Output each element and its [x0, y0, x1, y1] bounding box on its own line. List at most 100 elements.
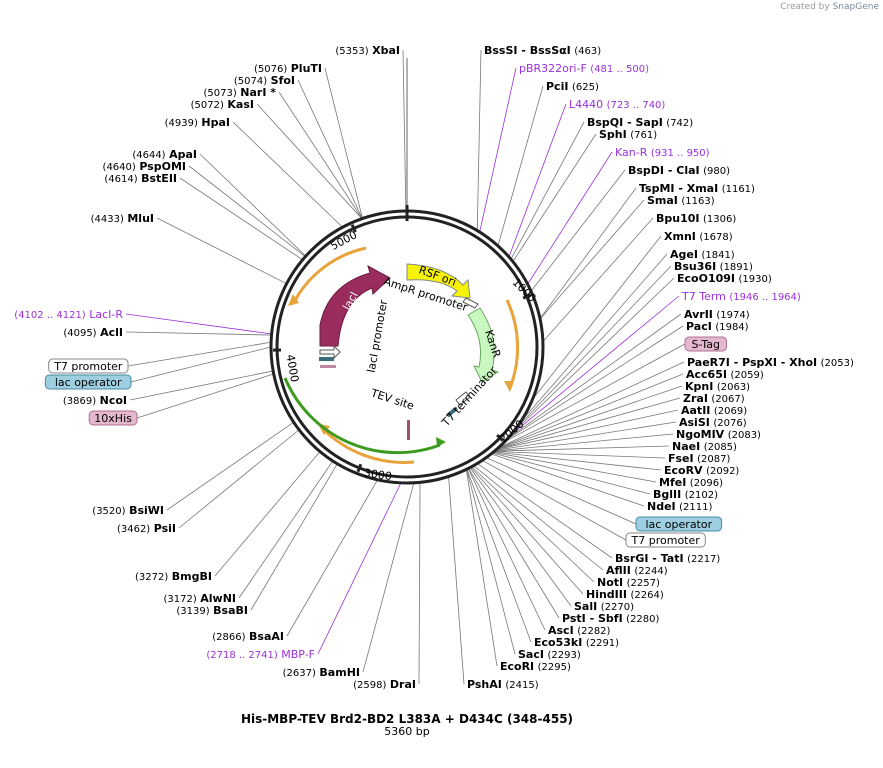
site-name: BmgBI [172, 570, 212, 583]
site-label-text: SalI (2270) [574, 600, 634, 613]
site-label-text: (5074) SfoI [234, 74, 295, 87]
label-leader [166, 421, 294, 511]
site-position: (2083) [728, 430, 761, 441]
label-leader [506, 313, 682, 440]
label-leader [512, 133, 597, 262]
label-leader [496, 409, 679, 450]
site-label: MfeI (2096) [659, 476, 723, 489]
site-name: PacI [686, 320, 712, 333]
feature-box: 10xHis [88, 410, 138, 426]
site-name: AatII [681, 404, 710, 417]
site-position: (4644) [132, 150, 165, 161]
site-label-text: (3139) BsaBI [176, 604, 248, 617]
site-label-text: BspDI - ClaI (980) [628, 164, 730, 177]
site-name: AlwNI [200, 592, 236, 605]
site-label: AgeI (1841) [670, 248, 735, 261]
label-leader [324, 67, 363, 219]
site-name: Kan-R [615, 146, 648, 159]
site-name: SacI [518, 648, 544, 661]
label-leader [473, 465, 604, 571]
site-label-text: (3272) BmgBI [135, 570, 212, 583]
lac-operator-mark-left [319, 357, 334, 361]
site-position: (5074) [234, 76, 267, 87]
label-leader [505, 325, 684, 441]
site-name: HpaI [201, 116, 230, 129]
site-label: AflII (2244) [606, 564, 668, 577]
tev-site-mark [407, 420, 410, 440]
feature-box-bg [625, 532, 706, 548]
label-leader [317, 482, 402, 655]
site-label: SphI (761) [599, 128, 657, 141]
site-name: EcoRV [664, 464, 703, 477]
site-label-text: PstI - SbfI (2280) [562, 612, 660, 625]
site-label-text: HindIII (2264) [586, 588, 664, 601]
site-label: BglII (2102) [653, 488, 718, 501]
site-label: SmaI (1163) [647, 194, 715, 207]
site-label: (2637) BamHI [283, 666, 360, 679]
site-position: (2111) [679, 502, 712, 513]
ruler-tick [350, 224, 357, 233]
site-label-text: (3462) PsiI [117, 522, 176, 535]
site-position: (1678) [699, 232, 732, 243]
site-name: BsaBI [213, 604, 248, 617]
label-leader [362, 482, 415, 673]
feature-box-text: T7 promoter [631, 534, 701, 547]
site-label-text: (5073) NarI * [204, 86, 277, 99]
site-label-text: FseI (2087) [668, 452, 730, 465]
site-position: (2280) [626, 614, 659, 625]
feature-box: S-Tag [684, 336, 727, 352]
site-label: (2598) DraI [353, 678, 416, 691]
site-label-text: PaeR7I - PspXI - XhoI (2053) [687, 356, 854, 369]
site-position: (2637) [283, 668, 316, 679]
site-position: (1841) [701, 250, 734, 261]
site-name: BsaAI [249, 630, 284, 643]
site-name: PspOMI [139, 160, 186, 173]
site-name: KasI [227, 98, 254, 111]
site-name: SphI [599, 128, 627, 141]
site-label-text: TspMI - XmaI (1161) [639, 182, 755, 195]
site-label: (3520) BsiWI [92, 504, 164, 517]
ruler-4000: 4000 [284, 353, 302, 383]
site-label: (4102 .. 4121) LacI-R [14, 308, 123, 321]
site-name: AclI [100, 326, 123, 339]
site-name: BstEII [141, 172, 177, 185]
site-label-text: Acc65I (2059) [686, 368, 764, 381]
site-name: ZraI [683, 392, 708, 405]
map-length: 5360 bp [384, 725, 429, 738]
site-name: AvrII [684, 308, 713, 321]
site-label-text: AatII (2069) [681, 404, 747, 417]
site-name: Bpu10I [656, 212, 700, 225]
site-position: (481 .. 500) [590, 64, 649, 75]
label-leader [491, 453, 645, 507]
label-leader [492, 451, 657, 483]
site-label-text: Bpu10I (1306) [656, 212, 736, 225]
feature-box: T7 promoter [48, 358, 129, 374]
site-name: XmnI [664, 230, 696, 243]
site-name: NarI * [240, 86, 276, 99]
site-name: AsiSI [679, 416, 710, 429]
site-label-text: PacI (1984) [686, 320, 749, 333]
site-name: EcoO109I [677, 272, 735, 285]
site-label: (4644) ApaI [132, 148, 197, 161]
site-name: NaeI [672, 440, 700, 453]
site-name: SfoI [271, 74, 295, 87]
site-name: BglII [653, 488, 681, 501]
site-name: NcoI [100, 394, 127, 407]
site-labels: BssSI - BssSαI (463)pBR322ori-F (481 .. … [14, 44, 854, 691]
orf-arc-bottom [320, 426, 415, 464]
label-leader [466, 469, 516, 655]
orf-arc-top-left-head [288, 294, 299, 306]
label-leader [470, 466, 584, 595]
orf-arc-right [505, 299, 520, 389]
site-label-text: NotI (2257) [597, 576, 660, 589]
site-position: (2076) [713, 418, 746, 429]
label-leader [496, 385, 683, 450]
label-leader [238, 460, 334, 599]
label-leader [125, 331, 272, 336]
ruler-tick [522, 293, 532, 300]
site-name: EcoRI [500, 660, 534, 673]
mbp-arc-head [436, 437, 446, 447]
site-position: (2291) [586, 638, 619, 649]
site-position: (2293) [547, 650, 580, 661]
feature-box: lac operator [44, 374, 132, 390]
